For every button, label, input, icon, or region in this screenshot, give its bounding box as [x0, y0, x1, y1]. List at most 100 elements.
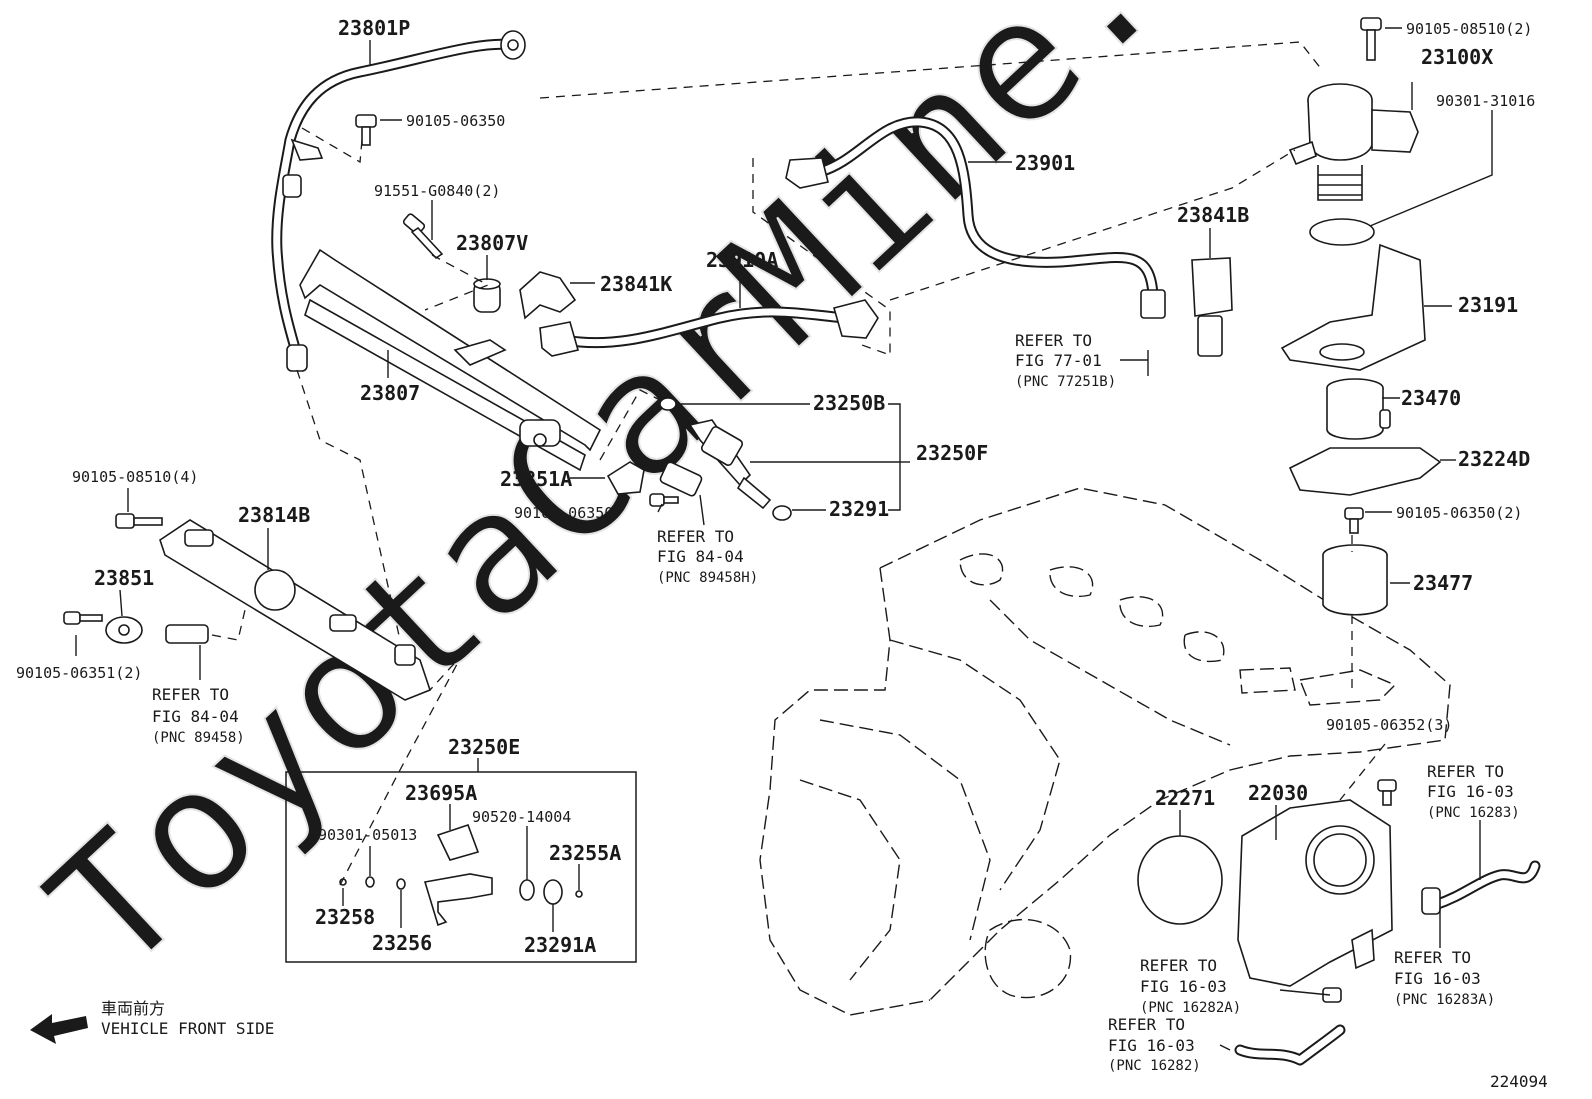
bracket-23851a — [606, 461, 645, 495]
front-marker-jp: 車両前方 — [101, 999, 165, 1018]
label-23841k: 23841K — [600, 272, 672, 296]
bolt-91551-g0840 — [402, 213, 444, 260]
label-23851a: 23851A — [500, 467, 572, 491]
clamp-23841k — [519, 271, 577, 320]
ref-16283a-line1: REFER TO — [1394, 948, 1471, 967]
label-90105-08510-4: 90105-08510(4) — [72, 468, 198, 486]
bolt-90105-06350-2 — [1344, 507, 1364, 534]
ref-16282-line1: REFER TO — [1108, 1015, 1185, 1034]
label-90105-06351-2: 90105-06351(2) — [16, 664, 142, 682]
hose-23910a — [539, 299, 879, 357]
ref-fig-16-03-16282a: REFER TO FIG 16-03 (PNC 16282A) — [1140, 956, 1241, 1016]
figure-number: 224094 — [1490, 1072, 1548, 1091]
label-90301-05013: 90301-05013 — [318, 826, 417, 844]
connector-89458h — [659, 461, 703, 497]
label-90105-06350-mid: 90105-06350 — [514, 504, 613, 522]
label-23801p: 23801P — [338, 16, 410, 40]
ref-16282-line2: FIG 16-03 — [1108, 1036, 1195, 1055]
label-23841b: 23841B — [1177, 203, 1249, 227]
label-22271: 22271 — [1155, 786, 1215, 810]
bolt-90105-08510-2 — [1360, 17, 1382, 61]
ref-84-04-h-line2: FIG 84-04 — [657, 547, 744, 566]
bolt-90105-06351-2 — [63, 611, 103, 625]
ref-84-04-line2: FIG 84-04 — [152, 707, 239, 726]
o-ring-23250b — [659, 397, 677, 411]
fuel-injector-23250f — [688, 419, 772, 510]
label-90520-14004: 90520-14004 — [472, 808, 571, 826]
hose-23801p — [271, 30, 526, 372]
label-90105-06352-3: 90105-06352(3) — [1326, 716, 1452, 734]
ref-16283-line2: FIG 16-03 — [1427, 782, 1514, 801]
label-23807v: 23807V — [456, 231, 528, 255]
label-91551-g0840: 91551-G0840(2) — [374, 182, 500, 200]
ref-fig-16-03-16283a: REFER TO FIG 16-03 (PNC 16283A) — [1394, 948, 1495, 1008]
o-ring-90301-31016 — [1309, 218, 1375, 246]
throttle-body-22030 — [1237, 799, 1393, 987]
fuel-pump-23100x — [1288, 83, 1419, 201]
ref-16282a-line2: FIG 16-03 — [1140, 977, 1227, 996]
hose-23901 — [785, 116, 1166, 319]
label-23807: 23807 — [360, 381, 420, 405]
label-90105-06350-top: 90105-06350 — [406, 112, 505, 130]
hose-16282 — [1234, 1024, 1346, 1066]
ref-16282-pnc: (PNC 16282) — [1108, 1058, 1201, 1074]
label-23255a: 23255A — [549, 841, 621, 865]
label-23470: 23470 — [1401, 386, 1461, 410]
ref-16283a-pnc: (PNC 16283A) — [1394, 992, 1495, 1008]
label-23224d: 23224D — [1458, 447, 1530, 471]
bracket-23191 — [1280, 243, 1426, 371]
label-23910a: 23910A — [706, 248, 778, 272]
ref-16282a-line1: REFER TO — [1140, 956, 1217, 975]
ref-84-04-h-line1: REFER TO — [657, 527, 734, 546]
ref-fig-84-04-h: REFER TO FIG 84-04 (PNC 89458H) — [657, 527, 758, 586]
left-arrow-icon — [30, 1014, 88, 1044]
ref-84-04-pnc: (PNC 89458) — [152, 730, 245, 746]
ref-fig-16-03-16283: REFER TO FIG 16-03 (PNC 16283) — [1427, 762, 1520, 821]
seal-23291 — [772, 505, 792, 521]
hose-16283 — [1421, 860, 1541, 915]
sleeve-23807v — [473, 278, 501, 313]
leader-lines — [75, 27, 1493, 1051]
ref-84-04-line1: REFER TO — [152, 685, 229, 704]
bolt-90105-06350-top — [355, 114, 377, 146]
vehicle-front-marker: 車両前方 VEHICLE FRONT SIDE — [30, 999, 274, 1044]
ref-16283-pnc: (PNC 16283) — [1427, 805, 1520, 821]
label-23250b: 23250B — [813, 391, 885, 415]
label-23256: 23256 — [372, 931, 432, 955]
label-90105-08510-2: 90105-08510(2) — [1406, 20, 1532, 38]
front-marker-en: VEHICLE FRONT SIDE — [101, 1019, 274, 1038]
sensor-23851 — [105, 616, 143, 644]
insulator-23477 — [1322, 544, 1388, 616]
gasket-22271 — [1137, 835, 1223, 925]
connector-89458 — [165, 624, 209, 644]
gasket-23224d — [1288, 447, 1442, 496]
label-23851: 23851 — [94, 566, 154, 590]
label-23291a: 23291A — [524, 933, 596, 957]
ref-77-01-line1: REFER TO — [1015, 331, 1092, 350]
ref-77-01-pnc: (PNC 77251B) — [1015, 374, 1116, 390]
label-22030: 22030 — [1248, 781, 1308, 805]
bolt-90105-06352-3 — [1377, 779, 1397, 806]
label-23191: 23191 — [1458, 293, 1518, 317]
fuel-delivery-pipe-23807 — [299, 248, 602, 472]
clip-23841b — [1191, 257, 1233, 357]
label-90105-06350-2: 90105-06350(2) — [1396, 504, 1522, 522]
bolt-90105-06350-mid — [649, 493, 679, 507]
bolt-90105-08510-4 — [115, 513, 163, 529]
label-23100x: 23100X — [1421, 45, 1493, 69]
ref-fig-84-04: REFER TO FIG 84-04 (PNC 89458) — [152, 685, 245, 746]
engine-block-outline — [759, 487, 1451, 1016]
label-23291: 23291 — [829, 497, 889, 521]
label-23901: 23901 — [1015, 151, 1075, 175]
label-23258: 23258 — [315, 905, 375, 929]
ref-fig-16-03-16282: REFER TO FIG 16-03 (PNC 16282) — [1108, 1015, 1201, 1074]
ref-77-01-line2: FIG 77-01 — [1015, 351, 1102, 370]
ref-16283-line1: REFER TO — [1427, 762, 1504, 781]
ref-16282a-pnc: (PNC 16282A) — [1140, 1000, 1241, 1016]
label-23814b: 23814B — [238, 503, 310, 527]
label-23250f: 23250F — [916, 441, 988, 465]
label-23250e: 23250E — [448, 735, 520, 759]
label-23477: 23477 — [1413, 571, 1473, 595]
assembly-lines — [211, 41, 1386, 886]
